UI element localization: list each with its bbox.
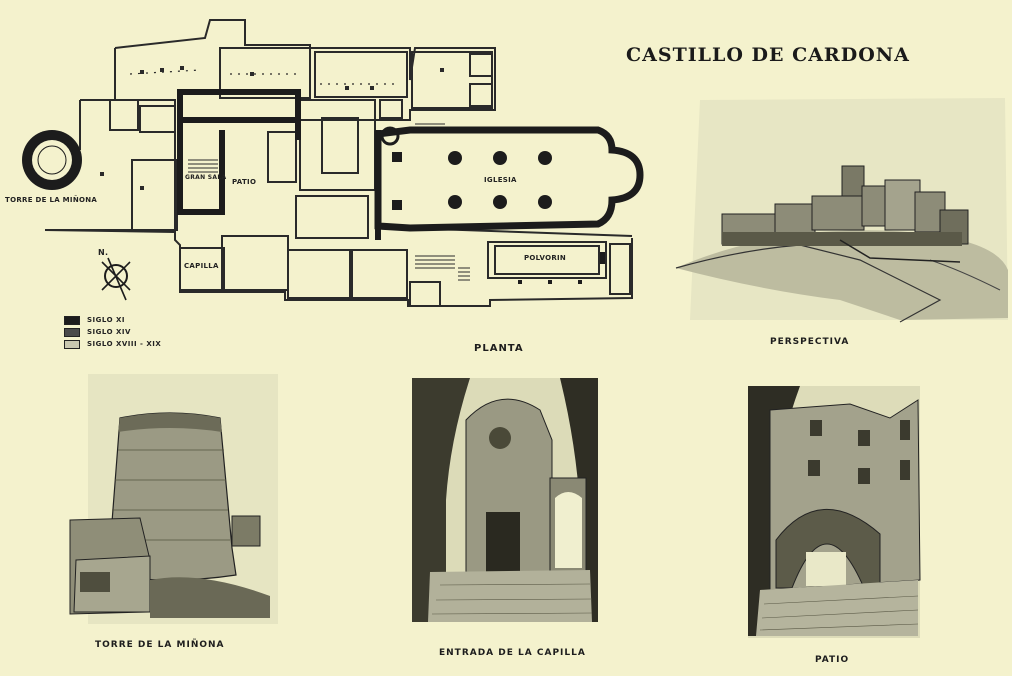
- legend-swatch: [64, 315, 80, 325]
- legend-item: SIGLO XVIII - XIX: [64, 338, 161, 350]
- plan-label-torre: TORRE DE LA MIÑONA: [5, 196, 98, 204]
- legend-swatch: [64, 339, 80, 349]
- caption-entrada: ENTRADA DE LA CAPILLA: [439, 648, 586, 658]
- caption-perspectiva: PERSPECTIVA: [770, 337, 850, 347]
- caption-patio: PATIO: [815, 655, 850, 665]
- plan-label-polvorin: POLVORIN: [524, 254, 567, 262]
- legend-item: SIGLO XI: [64, 314, 161, 326]
- plan-tower: [22, 130, 82, 190]
- legend-swatch: [64, 327, 80, 337]
- plan-label-capilla: CAPILLA: [184, 262, 219, 270]
- page-title: CASTILLO DE CARDONA: [626, 44, 910, 66]
- legend-item: SIGLO XIV: [64, 326, 161, 338]
- caption-torre: TORRE DE LA MIÑONA: [95, 640, 225, 650]
- north-arrow-icon: [101, 257, 131, 301]
- caption-planta: PLANTA: [474, 343, 524, 354]
- plan-label-north: N.: [98, 248, 109, 257]
- plan-label-patio: PATIO: [232, 178, 257, 186]
- plan-label-iglesia: IGLESIA: [484, 176, 517, 184]
- plan-legend: SIGLO XI SIGLO XIV SIGLO XVIII - XIX: [64, 314, 161, 350]
- plan-church: [374, 126, 644, 240]
- plan-outer-wall: [114, 19, 496, 121]
- plan-label-gran-sala: GRAN SALA: [185, 174, 227, 181]
